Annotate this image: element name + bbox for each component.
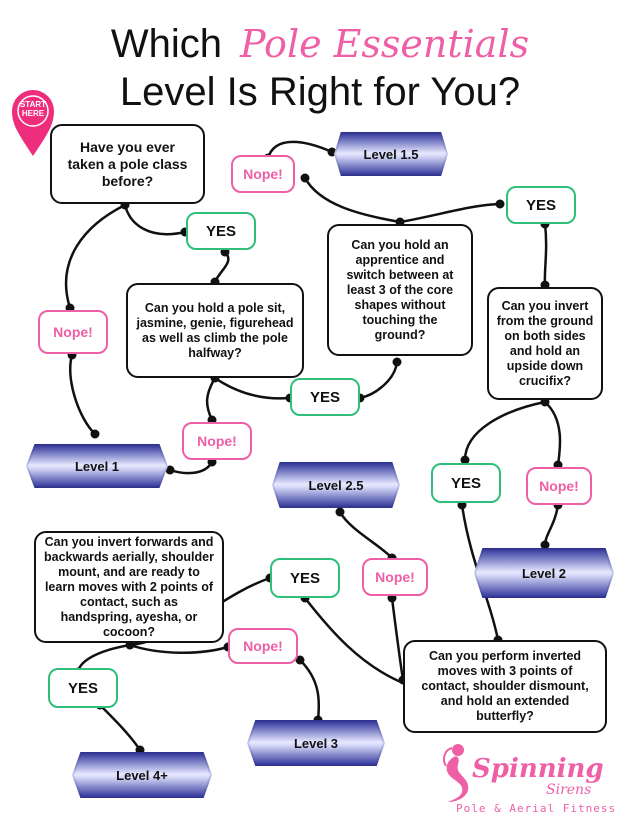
answer-yes: YES <box>506 186 576 224</box>
mermaid-icon <box>443 744 469 802</box>
question-text: Can you hold a pole sit, jasmine, genie,… <box>136 300 294 360</box>
level-3-result: Level 3 <box>247 720 385 766</box>
level-label: Level 2.5 <box>308 477 364 493</box>
level-label: Level 3 <box>293 735 339 751</box>
answer-yes: YES <box>186 212 256 250</box>
answer-nope: Nope! <box>526 467 592 505</box>
answer-yes: YES <box>270 558 340 598</box>
answer-nope: Nope! <box>362 558 428 596</box>
question-inverted-moves: Can you perform inverted moves with 3 po… <box>403 640 607 733</box>
level-2-5-result: Level 2.5 <box>272 462 400 508</box>
level-1-5-result: Level 1.5 <box>334 132 448 176</box>
question-pole-sit: Can you hold a pole sit, jasmine, genie,… <box>126 283 304 378</box>
title-brand: Pole Essentials <box>240 22 530 66</box>
question-text: Can you invert from the ground on both s… <box>496 298 594 388</box>
level-4-plus-result: Level 4+ <box>72 752 212 798</box>
question-text: Can you perform inverted moves with 3 po… <box>421 649 589 723</box>
level-2-result: Level 2 <box>474 548 614 598</box>
level-label: Level 2 <box>521 565 567 581</box>
answer-nope: Nope! <box>38 310 108 354</box>
question-invert-ground: Can you invert from the ground on both s… <box>487 287 603 400</box>
question-text: Have you ever taken a pole class before? <box>67 138 188 189</box>
answer-nope: Nope! <box>231 155 295 193</box>
question-apprentice: Can you hold an apprentice and switch be… <box>327 224 473 356</box>
page-title-line1: Which Pole Essentials <box>0 22 640 66</box>
answer-nope: Nope! <box>228 628 298 664</box>
start-here-label: START HERE <box>19 100 47 118</box>
level-label: Level 4+ <box>116 767 168 783</box>
answer-yes: YES <box>48 668 118 708</box>
level-label: Level 1 <box>74 458 120 474</box>
logo-tagline: Pole & Aerial Fitness <box>456 802 617 815</box>
logo-name: Spinning <box>472 754 604 784</box>
question-invert-aerially: Can you invert forwards and backwards ae… <box>34 531 224 643</box>
answer-nope: Nope! <box>182 422 252 460</box>
question-text: Can you invert forwards and backwards ae… <box>44 534 214 639</box>
spinning-sirens-logo: Spinning Sirens Pole & Aerial Fitness <box>430 738 630 820</box>
title-prefix: Which <box>110 22 223 66</box>
level-1-result: Level 1 <box>26 444 168 488</box>
question-taken-class: Have you ever taken a pole class before? <box>50 124 205 204</box>
level-label: Level 1.5 <box>363 146 419 162</box>
start-here-pin-icon: START HERE <box>10 88 56 158</box>
page-title-line2: Level Is Right for You? <box>119 70 521 114</box>
logo-sub: Sirens <box>546 782 592 798</box>
question-text: Can you hold an apprentice and switch be… <box>346 237 454 342</box>
answer-yes: YES <box>290 378 360 416</box>
answer-yes: YES <box>431 463 501 503</box>
